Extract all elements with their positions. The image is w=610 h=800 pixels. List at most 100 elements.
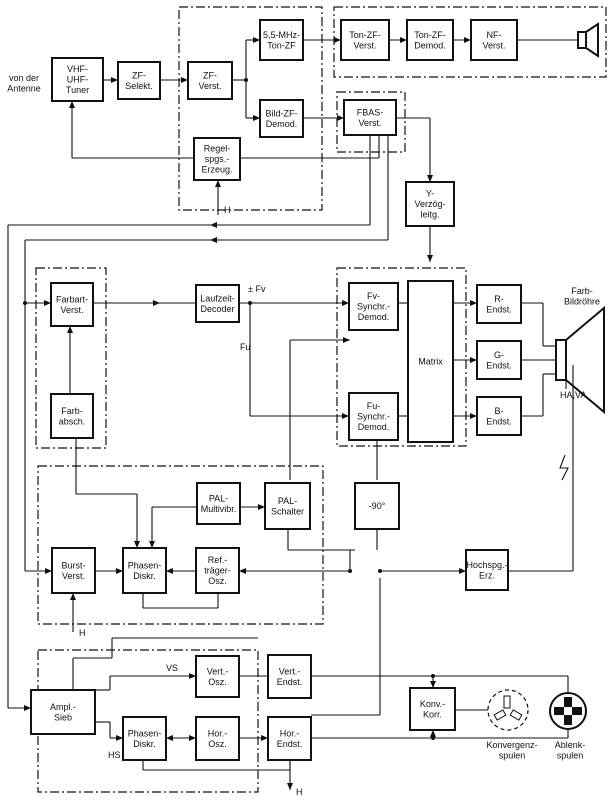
crt-label: Farb-Bildröhre xyxy=(564,286,600,307)
block-g-endst: G-Endst. xyxy=(476,340,522,380)
block-bild-zf-demod: Bild-ZF-Demod. xyxy=(259,99,304,138)
block-pal-schalter-box xyxy=(264,482,311,530)
block-fu-demod: Fu-Synchr.-Demod. xyxy=(348,392,399,441)
picture-tube-icon xyxy=(555,305,605,415)
block-pal-schalter-label: PAL-Schalter xyxy=(271,496,304,517)
block-fv-demod-box xyxy=(348,282,399,331)
frame-chroma-amp xyxy=(35,267,107,449)
block-ampl-sieb-box xyxy=(30,689,96,735)
block-r-endst-box xyxy=(476,284,522,324)
block-fbas-verst: FBAS-Verst. xyxy=(343,99,397,136)
frame-matrix xyxy=(336,267,467,447)
block-fv-demod-label: Fv-Synchr.-Demod. xyxy=(357,291,390,322)
frame-pal-decoder xyxy=(37,465,324,625)
block-minus90-box xyxy=(354,482,400,530)
block-phasen-diskr-2-box xyxy=(122,716,167,761)
block-tuner-label: VHF-UHF-Tuner xyxy=(66,64,89,95)
block-hor-endst: Hor.-Endst. xyxy=(267,716,312,761)
block-laufzeit-decoder: Laufzeit-Decoder xyxy=(195,284,240,323)
block-ton-zf-demod-box xyxy=(406,19,454,61)
block-minus90-label: -90° xyxy=(369,501,386,511)
block-ref-traeger-label: Ref.-träger-Osz. xyxy=(204,555,231,586)
block-farbart-verst-label: Farbart-Verst. xyxy=(56,294,88,315)
block-r-endst: R-Endst. xyxy=(476,284,522,324)
block-phasen-diskr-1: Phasen-Diskr. xyxy=(122,547,167,594)
block-laufzeit-decoder-box xyxy=(195,284,240,323)
block-hor-osz: Hor.-Osz. xyxy=(195,716,240,761)
block-y-verz-label: Y-Verzög-leitg. xyxy=(414,189,445,220)
block-fbas-verst-box xyxy=(343,99,397,136)
block-farbart-verst-box xyxy=(50,282,94,327)
h-label-agc: H xyxy=(224,205,231,215)
block-ton-zf-55-box xyxy=(259,19,304,61)
block-nf-verst-label: NF-Verst. xyxy=(482,30,505,51)
block-zf-selekt: ZF-Selekt. xyxy=(117,61,161,100)
block-nf-verst: NF-Verst. xyxy=(470,19,518,61)
block-farbart-verst: Farbart-Verst. xyxy=(50,282,94,327)
block-hor-endst-box xyxy=(267,716,312,761)
block-r-endst-label: R-Endst. xyxy=(486,294,512,315)
block-pal-multivibr-box xyxy=(196,482,241,525)
block-ref-traeger: Ref.-träger-Osz. xyxy=(195,547,240,594)
block-farb-absch: Farb-absch. xyxy=(50,393,94,439)
block-fu-demod-label: Fu-Synchr.-Demod. xyxy=(357,401,390,432)
block-vert-endst-label: Vert.-Endst. xyxy=(277,666,303,687)
block-matrix-label: Matrix xyxy=(418,357,443,367)
ha-va-label: HA,VA xyxy=(560,390,586,400)
fu-signal-label: Fu xyxy=(240,342,251,352)
deflection-coils-icon xyxy=(549,692,587,730)
block-zf-verst-box xyxy=(187,61,233,100)
block-hor-endst-label: Hor.-Endst. xyxy=(277,728,303,749)
block-laufzeit-decoder-label: Laufzeit-Decoder xyxy=(200,293,235,314)
block-minus90: -90° xyxy=(354,482,400,530)
block-farb-absch-label: Farb-absch. xyxy=(59,406,86,427)
block-ton-zf-demod: Ton-ZF-Demod. xyxy=(406,19,454,61)
h-label-burst: H xyxy=(79,628,86,638)
block-hochspg-box xyxy=(465,549,509,591)
loudspeaker-icon xyxy=(577,22,599,58)
block-vert-endst-box xyxy=(267,654,312,699)
block-bild-zf-demod-label: Bild-ZF-Demod. xyxy=(266,108,298,129)
arrowheads xyxy=(24,37,477,790)
block-ton-zf-verst-box xyxy=(340,19,390,61)
block-tuner: VHF-UHF-Tuner xyxy=(51,57,104,102)
block-nf-verst-box xyxy=(470,19,518,61)
block-burst-verst-label: Burst-Verst. xyxy=(61,560,85,581)
block-hochspg: Hochspg.-Erz. xyxy=(465,549,509,591)
block-regelspgs-box xyxy=(193,137,241,181)
block-konv-korr-label: Konv.-Korr. xyxy=(420,699,445,720)
block-fbas-verst-label: FBAS-Verst. xyxy=(357,107,384,128)
block-fv-demod: Fv-Synchr.-Demod. xyxy=(348,282,399,331)
block-pal-schalter: PAL-Schalter xyxy=(264,482,311,530)
konvergenz-label: Konvergenz-spulen xyxy=(486,740,537,761)
block-zf-selekt-label: ZF-Selekt. xyxy=(125,70,153,91)
block-bild-zf-demod-box xyxy=(259,99,304,138)
block-konv-korr: Konv.-Korr. xyxy=(409,687,456,731)
block-regelspgs-label: Regel-spgs.-Erzeug. xyxy=(201,144,232,175)
block-ton-zf-demod-label: Ton-ZF-Demod. xyxy=(414,30,446,51)
block-ref-traeger-box xyxy=(195,547,240,594)
block-b-endst-box xyxy=(476,396,522,436)
block-hochspg-label: Hochspg.-Erz. xyxy=(466,560,507,581)
block-g-endst-box xyxy=(476,340,522,380)
block-y-verz-box xyxy=(405,181,455,227)
ablenk-label: Ablenk-spulen xyxy=(555,740,586,761)
block-ampl-sieb-label: Ampl.-Sieb xyxy=(50,702,76,723)
block-zf-selekt-box xyxy=(117,61,161,100)
block-ton-zf-verst-label: Ton-ZF-Verst. xyxy=(349,30,381,51)
block-phasen-diskr-2: Phasen-Diskr. xyxy=(122,716,167,761)
convergence-coils-icon xyxy=(487,689,529,731)
block-y-verz: Y-Verzög-leitg. xyxy=(405,181,455,227)
block-pal-multivibr-label: PAL-Multivibr. xyxy=(201,493,237,514)
block-b-endst: B-Endst. xyxy=(476,396,522,436)
block-zf-verst: ZF-Verst. xyxy=(187,61,233,100)
block-burst-verst: Burst-Verst. xyxy=(51,547,96,594)
block-ton-zf-55: 5,5-MHz-Ton-ZF xyxy=(259,19,304,61)
junction-dots xyxy=(23,78,435,740)
block-regelspgs: Regel-spgs.-Erzeug. xyxy=(193,137,241,181)
blocks: VHF-UHF-Tuner ZF-Selekt. ZF-Verst. 5,5-M… xyxy=(30,19,522,761)
block-vert-osz-box xyxy=(195,655,240,698)
block-tuner-box xyxy=(51,57,104,102)
